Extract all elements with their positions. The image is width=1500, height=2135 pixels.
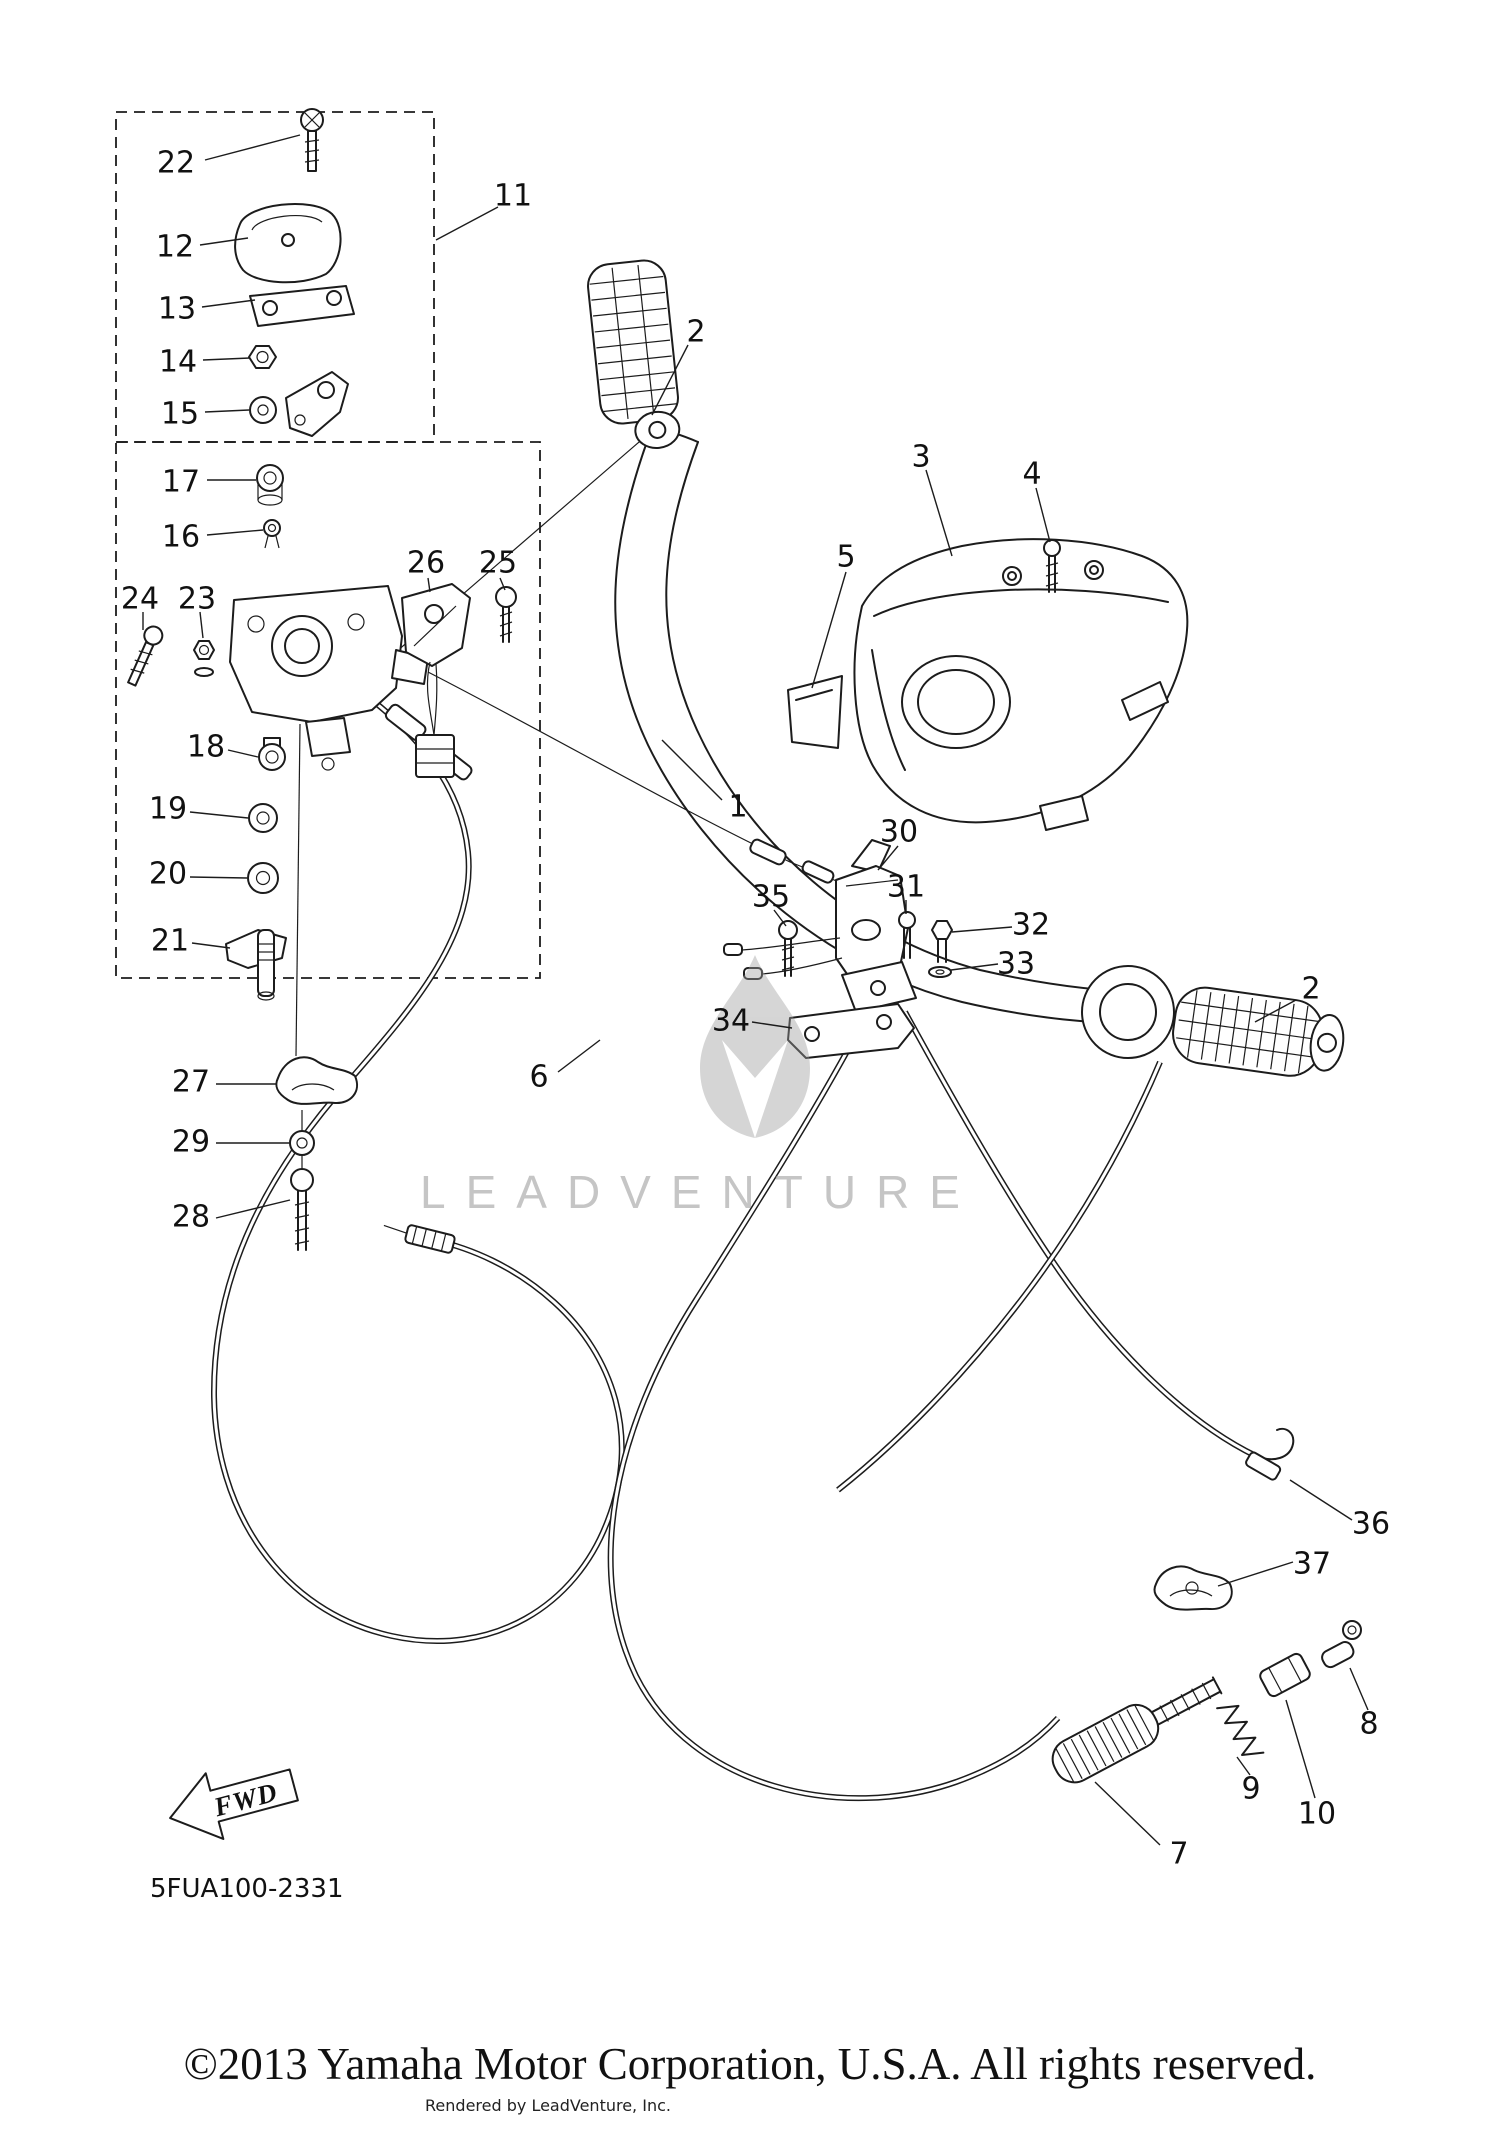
rendered-by-text: Rendered by LeadVenture, Inc. bbox=[425, 2096, 671, 2115]
callout-26: 26 bbox=[406, 545, 446, 581]
callout-23: 23 bbox=[177, 581, 217, 617]
callout-30: 30 bbox=[879, 814, 919, 850]
callout-19: 19 bbox=[148, 791, 188, 827]
callout-36: 36 bbox=[1351, 1506, 1391, 1542]
callout-35: 35 bbox=[751, 879, 791, 915]
callout-7: 7 bbox=[1169, 1836, 1189, 1872]
callout-5: 5 bbox=[836, 539, 856, 575]
callout-10: 10 bbox=[1297, 1796, 1337, 1832]
callout-34: 34 bbox=[711, 1003, 751, 1039]
cable-end-parts-drawing bbox=[1051, 1565, 1362, 1784]
callout-20: 20 bbox=[148, 856, 188, 892]
leader-lines bbox=[142, 134, 1369, 1846]
callout-25: 25 bbox=[478, 545, 518, 581]
callout-16: 16 bbox=[161, 519, 201, 555]
callout-8: 8 bbox=[1359, 1706, 1379, 1742]
callout-28: 28 bbox=[171, 1199, 211, 1235]
callout-27: 27 bbox=[171, 1064, 211, 1100]
callout-2-left-grip: 2 bbox=[686, 314, 706, 350]
callout-21: 21 bbox=[150, 923, 190, 959]
callout-9: 9 bbox=[1241, 1771, 1261, 1807]
callout-31: 31 bbox=[886, 869, 926, 905]
callout-17: 17 bbox=[161, 464, 201, 500]
callout-32: 32 bbox=[1011, 907, 1051, 943]
copyright-text: ©2013 Yamaha Motor Corporation, U.S.A. A… bbox=[183, 2039, 1317, 2089]
master-cylinder-parts bbox=[127, 108, 517, 1001]
left-grip-drawing bbox=[587, 259, 681, 449]
callout-1: 1 bbox=[728, 789, 748, 825]
callout-3: 3 bbox=[911, 439, 931, 475]
callout-18: 18 bbox=[186, 729, 226, 765]
cables-drawing bbox=[214, 671, 1295, 1798]
watermark-text: LEADVENTURE bbox=[420, 1166, 980, 1218]
clamp-parts-drawing bbox=[275, 1056, 358, 1251]
callout-33: 33 bbox=[996, 946, 1036, 982]
callout-4: 4 bbox=[1022, 456, 1042, 492]
callout-11: 11 bbox=[493, 178, 533, 214]
callout-13: 13 bbox=[157, 291, 197, 327]
callout-22: 22 bbox=[156, 145, 196, 181]
callout-2-right-grip: 2 bbox=[1301, 971, 1321, 1007]
diagram-code: 5FUA100-2331 bbox=[150, 1874, 344, 1904]
right-grip-drawing bbox=[1081, 965, 1345, 1077]
callout-6: 6 bbox=[529, 1059, 549, 1095]
callout-29: 29 bbox=[171, 1124, 211, 1160]
switch-assembly-drawing bbox=[723, 839, 953, 1059]
handlebar-cover-drawing bbox=[787, 538, 1189, 831]
callout-24: 24 bbox=[120, 581, 160, 617]
leadventure-logo-icon bbox=[700, 955, 810, 1138]
construction-lines bbox=[295, 435, 647, 1170]
fwd-arrow-icon bbox=[169, 1768, 299, 1840]
dashed-boxes bbox=[115, 111, 541, 979]
callout-12: 12 bbox=[155, 229, 195, 265]
callout-37: 37 bbox=[1292, 1546, 1332, 1582]
callout-14: 14 bbox=[158, 344, 198, 380]
callout-15: 15 bbox=[160, 396, 200, 432]
